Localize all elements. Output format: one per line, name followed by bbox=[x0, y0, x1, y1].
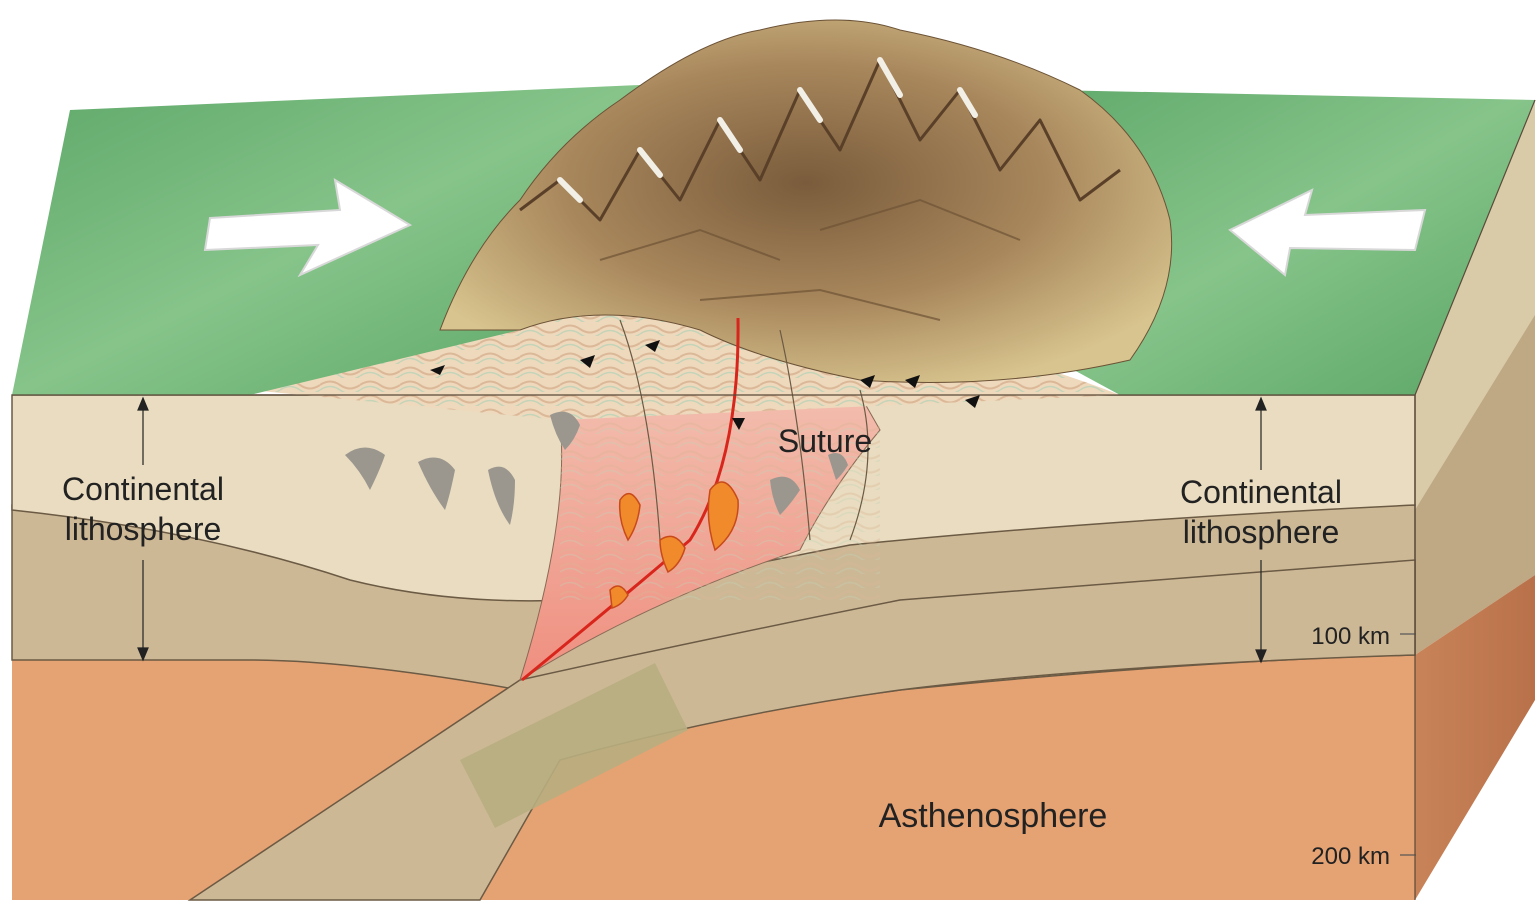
asthenosphere-label: Asthenosphere bbox=[879, 797, 1108, 835]
left-lithosphere-label-line2: lithosphere bbox=[65, 511, 222, 547]
left-lithosphere-label-line1: Continental bbox=[62, 471, 224, 507]
depth-label-100: 100 km bbox=[1311, 623, 1390, 650]
suture-label: Suture bbox=[778, 423, 872, 459]
right-lithosphere-label-line1: Continental bbox=[1180, 474, 1342, 510]
right-lithosphere-label-line2: lithosphere bbox=[1183, 514, 1340, 550]
depth-label-200: 200 km bbox=[1311, 843, 1390, 870]
